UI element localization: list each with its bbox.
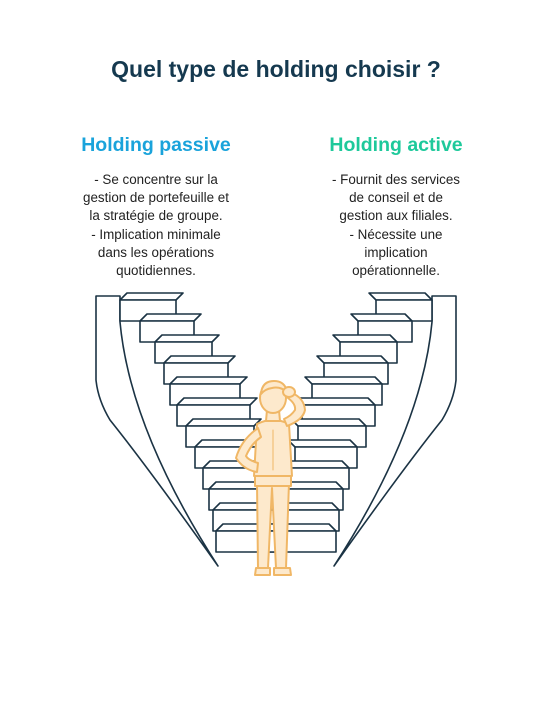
stair-step <box>139 313 202 322</box>
holding-passive-line: gestion de portefeuille et <box>83 190 229 206</box>
stair-step <box>119 292 184 301</box>
holding-passive-heading: Holding passive <box>81 134 231 156</box>
holding-passive-description: - Se concentre sur la gestion de portefe… <box>41 171 271 280</box>
stair-step <box>290 418 367 427</box>
staircase-wall <box>333 295 457 567</box>
holding-passive-line: quotidiennes. <box>116 263 196 279</box>
stair-step <box>185 418 262 427</box>
stair-step <box>163 355 236 364</box>
holding-active-line: - Fournit des services <box>332 172 460 187</box>
holding-active-line: de conseil et de <box>349 190 443 206</box>
stair-step <box>287 439 358 448</box>
holding-active-line: - Nécessite une <box>349 226 443 242</box>
stair-step <box>154 334 220 343</box>
stair-step <box>332 334 398 343</box>
holding-active-line: opérationnelle. <box>352 263 440 279</box>
stair-step <box>316 355 389 364</box>
thinking-person-icon <box>235 380 306 576</box>
stair-step <box>176 397 258 406</box>
stair-step <box>304 376 383 385</box>
holding-active-line: implication <box>364 244 428 260</box>
left-staircase-icon <box>95 292 294 567</box>
holding-passive-line: dans les opérations <box>97 244 215 260</box>
stair-step <box>169 376 248 385</box>
holding-passive-line: - Se concentre sur la <box>94 172 218 187</box>
stair-step <box>350 313 413 322</box>
holding-active-description: - Fournit des services de conseil et de … <box>281 171 511 280</box>
page-title: Quel type de holding choisir ? <box>111 56 441 82</box>
holding-active-heading: Holding active <box>329 134 463 156</box>
holding-passive-line: - Implication minimale <box>91 226 221 242</box>
holding-active-line: gestion aux filiales. <box>339 208 453 224</box>
holding-passive-line: la stratégie de groupe. <box>89 208 223 224</box>
staircase-wall <box>95 295 219 567</box>
stair-step <box>294 397 376 406</box>
stair-step <box>368 292 433 301</box>
stair-step <box>282 460 350 469</box>
